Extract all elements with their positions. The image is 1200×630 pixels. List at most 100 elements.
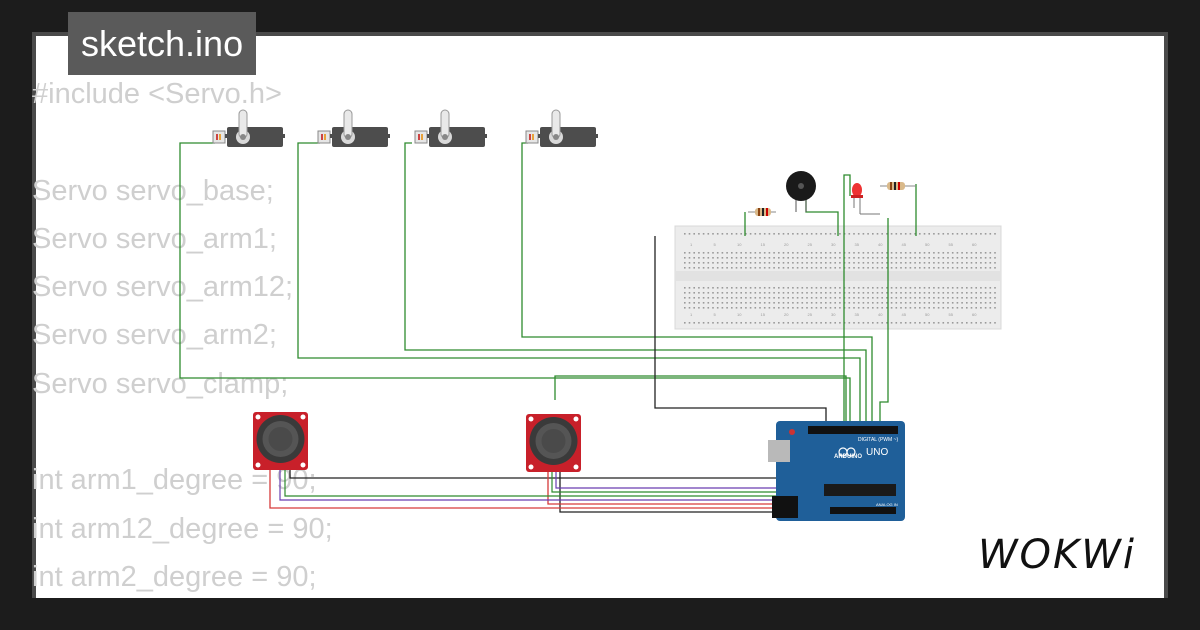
code-line: #include <Servo.h> xyxy=(32,78,282,110)
breadboard-column-number: 40 xyxy=(878,242,883,247)
breadboard-hole xyxy=(937,302,940,304)
breadboard-hole xyxy=(726,322,728,324)
breadboard-hole xyxy=(801,262,804,264)
breadboard-hole xyxy=(801,267,804,269)
breadboard-hole xyxy=(792,302,794,304)
breadboard-column-number: 20 xyxy=(784,242,789,247)
breadboard-hole xyxy=(712,307,714,309)
breadboard-hole xyxy=(839,292,841,294)
breadboard-hole xyxy=(881,233,883,235)
breadboard-hole xyxy=(745,252,747,254)
breadboard-hole xyxy=(810,302,813,304)
breadboard-hole xyxy=(778,233,780,235)
code-line: Servo servo_arm2; xyxy=(32,319,277,352)
breadboard-hole xyxy=(961,302,963,304)
breadboard-hole xyxy=(975,307,977,309)
breadboard-hole xyxy=(806,297,808,299)
breadboard-hole xyxy=(684,302,686,304)
breadboard-hole xyxy=(928,297,930,299)
breadboard-hole xyxy=(980,322,982,324)
breadboard-hole xyxy=(909,287,912,289)
breadboard-hole xyxy=(801,322,804,324)
breadboard-hole xyxy=(947,262,949,264)
breadboard-hole xyxy=(782,297,785,299)
breadboard-hole xyxy=(839,322,841,324)
breadboard-hole xyxy=(726,292,728,294)
breadboard-hole xyxy=(942,307,945,309)
breadboard-hole xyxy=(914,267,916,269)
breadboard-hole xyxy=(914,287,916,289)
breadboard-hole xyxy=(801,233,804,235)
breadboard-hole xyxy=(763,262,766,264)
breadboard-hole xyxy=(975,257,977,259)
code-preview: #include <Servo.h>Servo servo_base;Servo… xyxy=(32,70,333,601)
led-icon xyxy=(851,183,863,214)
breadboard-hole xyxy=(787,322,789,324)
breadboard-hole xyxy=(886,322,888,324)
breadboard-hole xyxy=(923,322,926,324)
breadboard-hole xyxy=(735,267,738,269)
breadboard-hole xyxy=(928,307,930,309)
breadboard-hole xyxy=(773,262,775,264)
breadboard-hole xyxy=(895,292,898,294)
breadboard-hole xyxy=(773,252,775,254)
breadboard-hole xyxy=(801,302,804,304)
breadboard-hole xyxy=(716,233,719,235)
breadboard-hole xyxy=(862,267,865,269)
breadboard-hole xyxy=(763,307,766,309)
breadboard-hole xyxy=(801,257,804,259)
breadboard-hole xyxy=(740,302,742,304)
breadboard-hole xyxy=(853,302,855,304)
breadboard-hole xyxy=(853,262,855,264)
breadboard-hole xyxy=(966,307,968,309)
breadboard-hole xyxy=(909,322,912,324)
breadboard-hole xyxy=(876,322,879,324)
breadboard-hole xyxy=(815,267,818,269)
breadboard-hole xyxy=(862,287,865,289)
breadboard-hole xyxy=(731,252,733,254)
breadboard-hole xyxy=(980,233,982,235)
breadboard-hole xyxy=(970,233,973,235)
breadboard-hole xyxy=(721,292,724,294)
breadboard-hole xyxy=(928,267,930,269)
breadboard-hole xyxy=(698,252,700,254)
breadboard-hole xyxy=(853,292,855,294)
breadboard-hole xyxy=(947,292,949,294)
breadboard-hole xyxy=(829,322,832,324)
breadboard-hole xyxy=(763,322,766,324)
breadboard-hole xyxy=(975,302,977,304)
breadboard-hole xyxy=(951,233,954,235)
breadboard-hole xyxy=(839,267,841,269)
breadboard-hole xyxy=(848,287,851,289)
breadboard-hole xyxy=(787,257,789,259)
breadboard-hole xyxy=(951,267,954,269)
breadboard-hole xyxy=(806,257,808,259)
breadboard-hole xyxy=(702,302,705,304)
breadboard-hole xyxy=(834,267,836,269)
breadboard-hole xyxy=(890,307,893,309)
breadboard-hole xyxy=(951,322,954,324)
breadboard-hole xyxy=(867,287,869,289)
breadboard-hole xyxy=(876,257,879,259)
breadboard-hole xyxy=(904,233,907,235)
breadboard-hole xyxy=(961,292,963,294)
breadboard-hole xyxy=(872,257,874,259)
breadboard-hole xyxy=(937,307,940,309)
breadboard-hole xyxy=(829,287,832,289)
breadboard-hole xyxy=(966,287,968,289)
breadboard-hole xyxy=(928,233,930,235)
breadboard-hole xyxy=(975,252,977,254)
breadboard-hole xyxy=(782,267,785,269)
breadboard-hole xyxy=(740,322,742,324)
breadboard-hole xyxy=(792,287,794,289)
breadboard-hole xyxy=(933,307,935,309)
breadboard-hole xyxy=(759,267,761,269)
breadboard-hole xyxy=(688,307,691,309)
breadboard-hole xyxy=(684,233,686,235)
breadboard-hole xyxy=(933,267,935,269)
breadboard-hole xyxy=(848,233,851,235)
breadboard-hole xyxy=(712,262,714,264)
breadboard-hole xyxy=(684,257,686,259)
breadboard-hole xyxy=(759,297,761,299)
breadboard-hole xyxy=(857,252,860,254)
